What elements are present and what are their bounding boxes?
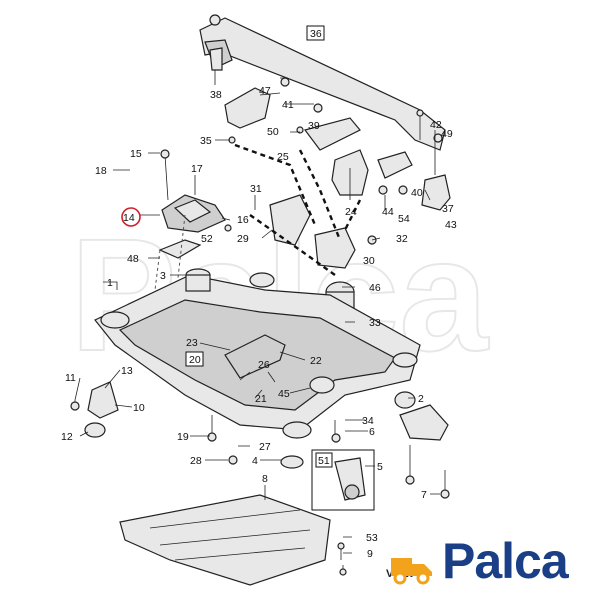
truck-icon [391,558,432,585]
callout-4: 4 [252,455,258,467]
plate-48 [158,239,202,259]
callout-23: 23 [186,337,198,349]
callout-13: 13 [121,365,133,377]
callout-18: 18 [95,165,107,177]
callout-43: 43 [445,219,457,231]
callout-15: 15 [130,148,142,160]
callout-50: 50 [267,126,279,138]
callout-box-20 [185,351,204,367]
callout-49: 49 [441,128,453,140]
callout-box-51 [315,452,333,468]
callout-8: 8 [262,473,268,485]
bracket-10 [87,381,119,419]
callout-3: 3 [160,270,166,282]
callout-28: 28 [190,455,202,467]
callout-37: 37 [442,203,454,215]
callout-52: 52 [201,233,213,245]
callout-54: 54 [398,213,410,225]
bushing-2 [394,391,416,409]
callout-box-36 [306,25,325,41]
bushing-12 [84,422,106,438]
callout-34: 34 [362,415,374,427]
transmission-mount-14 [161,194,226,233]
fasteners [70,77,450,576]
callout-16: 16 [237,214,249,226]
callout-11: 11 [65,372,76,384]
palca-logo: Palca [388,533,588,594]
upper-left-bracket [209,47,271,129]
callout-48: 48 [127,253,139,265]
callout-1: 1 [107,277,113,289]
inset-detail-51 [311,449,375,511]
callout-26: 26 [258,359,270,371]
callout-44: 44 [382,206,394,218]
callout-41: 41 [282,99,294,111]
callout-box-1 [103,281,118,290]
callout-7: 7 [421,489,427,501]
dash-leader-1 [234,143,317,226]
callout-24: 24 [345,206,357,218]
leader-lines [74,70,440,554]
callout-21: 21 [255,393,267,405]
logo-text: Palca [442,533,569,589]
bracket-29 [269,194,311,246]
dash-leader-4 [249,214,336,276]
callout-30: 30 [363,255,375,267]
callout-27: 27 [259,441,271,453]
bushing-45 [309,376,335,394]
callout-12: 12 [61,431,73,443]
bushing-3 [185,268,211,292]
callout-2: 2 [418,393,424,405]
bracket-6 [399,404,449,441]
callout-6: 6 [369,426,375,438]
callout-17: 17 [191,163,203,175]
callout-22: 22 [310,355,322,367]
callout-5: 5 [377,461,383,473]
callout-19: 19 [177,431,189,443]
callout-10: 10 [133,402,145,414]
dash-leader-3 [343,199,362,231]
callout-38: 38 [210,89,222,101]
callout-25: 25 [277,151,289,163]
callout-32: 32 [396,233,408,245]
shield-ribs [149,509,311,561]
callout-35: 35 [200,135,212,147]
callout-46: 46 [369,282,381,294]
callout-20: 20 [189,354,201,366]
callout-39: 39 [308,120,320,132]
callout-9: 9 [367,548,373,560]
highlight-circle [121,207,141,227]
callout-14: 14 [123,212,135,224]
callout-53: 53 [366,532,378,544]
bushing-4 [280,455,304,469]
callout-47: 47 [259,85,271,97]
callout-36: 36 [310,28,322,40]
callout-33: 33 [369,317,381,329]
callout-42: 42 [430,119,442,131]
callout-40: 40 [411,187,423,199]
engine-mount-37 [377,151,451,211]
callout-31: 31 [250,183,262,195]
callout-51: 51 [318,455,330,467]
callout-labels: 1 2 3 4 5 6 7 8 9 10 11 12 13 14 15 16 1… [61,28,457,560]
callout-29: 29 [237,233,249,245]
splash-shield [119,494,331,586]
mount-30 [314,227,356,269]
callout-45: 45 [278,388,290,400]
